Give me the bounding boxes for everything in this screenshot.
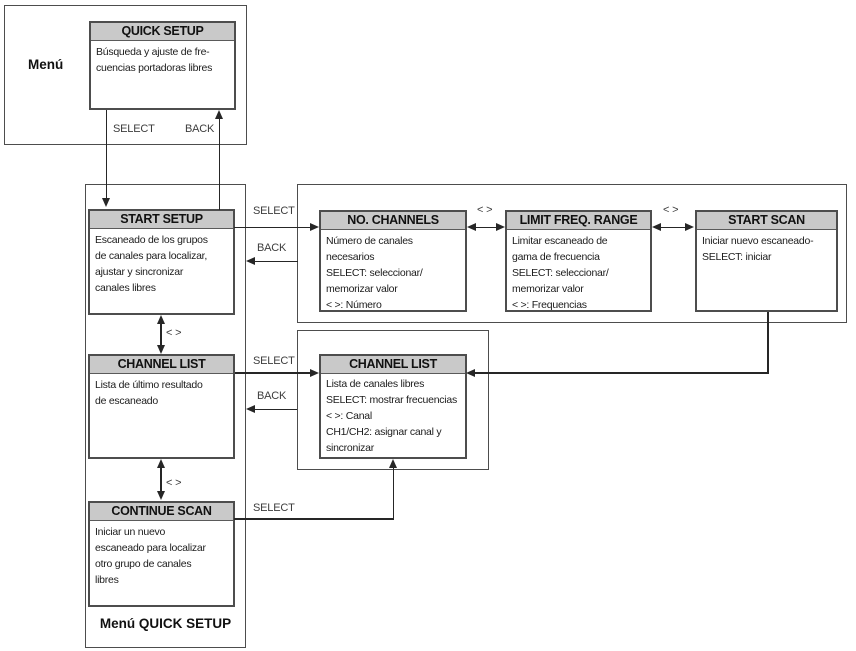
screen-no-channels: NO. CHANNELS Número de canales necesario… (319, 210, 467, 312)
screen-title-no-channels: NO. CHANNELS (321, 212, 465, 230)
label-nav-channel-list-continue-scan: < > (166, 477, 182, 489)
arrow-up-icon (157, 315, 165, 324)
text-line: memorizar valor (512, 283, 584, 295)
screen-body-continue-scan: Iniciar un nuevo escaneado para localiza… (90, 521, 233, 588)
label-select-quick-setup: SELECT (113, 123, 155, 135)
connector-select-start-setup (234, 226, 311, 228)
screen-title-limit-freq-range: LIMIT FREQ. RANGE (507, 212, 650, 230)
label-back-channel-list: BACK (257, 390, 287, 402)
screen-title-channel-list-left: CHANNEL LIST (90, 356, 233, 374)
connector-back-up (218, 118, 220, 210)
connector-select-channel-list (235, 372, 311, 374)
connector-start-scan-left (475, 372, 769, 374)
text-line: SELECT: seleccionar/ (512, 267, 609, 279)
label-nav-limit-start-scan: < > (663, 204, 679, 216)
arrow-left-icon (652, 223, 661, 231)
text-line: Lista de canales libres (326, 378, 425, 390)
screen-channel-list-left: CHANNEL LIST Lista de último resultado d… (88, 354, 235, 459)
connector-select-down (105, 110, 107, 199)
text-line: libres (95, 574, 119, 586)
arrow-up-icon (215, 110, 223, 119)
text-line: Iniciar un nuevo (95, 526, 166, 538)
quick-setup-menu-caption: Menú QUICK SETUP (99, 616, 232, 631)
text-line: gama de frecuencia (512, 251, 600, 263)
connector-nav-4 (160, 467, 162, 492)
screen-body-quick-setup: Búsqueda y ajuste de fre- cuencias porta… (91, 41, 234, 76)
text-line: SELECT: seleccionar/ (326, 267, 423, 279)
text-line: CH1/CH2: asignar canal y (326, 426, 442, 438)
text-line: Número de canales (326, 235, 413, 247)
screen-body-no-channels: Número de canales necesarios SELECT: sel… (321, 230, 465, 313)
connector-nav-1 (475, 226, 497, 228)
screen-channel-list-right: CHANNEL LIST Lista de canales libres SEL… (319, 354, 467, 459)
text-line: < >: Número (326, 299, 382, 311)
text-line: SELECT: mostrar frecuencias (326, 394, 457, 406)
arrow-right-icon (496, 223, 505, 231)
screen-title-channel-list-right: CHANNEL LIST (321, 356, 465, 374)
connector-start-scan-down (767, 312, 769, 373)
label-nav-no-channels-limit: < > (477, 204, 493, 216)
connector-nav-3 (160, 323, 162, 346)
text-line: de canales para localizar, (95, 250, 207, 262)
arrow-left-icon (467, 223, 476, 231)
screen-body-start-setup: Escaneado de los grupos de canales para … (90, 229, 233, 296)
label-select-channel-list: SELECT (253, 355, 295, 367)
arrow-left-icon (466, 368, 475, 377)
quick-setup-menu-frame (85, 184, 246, 648)
screen-title-quick-setup: QUICK SETUP (91, 23, 234, 41)
arrow-left-icon (246, 257, 255, 265)
screen-body-channel-list-left: Lista de último resultado de escaneado (90, 374, 233, 409)
screen-start-setup: START SETUP Escaneado de los grupos de c… (88, 209, 235, 315)
arrow-up-icon (389, 459, 397, 468)
label-select-continue-scan: SELECT (253, 502, 295, 514)
text-line: sincronizar (326, 442, 375, 454)
scan-settings-frame (297, 184, 847, 323)
text-line: Escaneado de los grupos (95, 234, 208, 246)
text-line: SELECT: iniciar (702, 251, 772, 263)
menu-outer-frame (4, 5, 247, 145)
text-line: escaneado para localizar (95, 542, 206, 554)
text-line: canales libres (95, 282, 156, 294)
connector-back-channel-list (254, 408, 297, 410)
screen-body-channel-list-right: Lista de canales libres SELECT: mostrar … (321, 374, 465, 456)
screen-body-start-scan: Iniciar nuevo escaneado- SELECT: iniciar (697, 230, 836, 265)
screen-limit-freq-range: LIMIT FREQ. RANGE Limitar escaneado de g… (505, 210, 652, 312)
arrow-down-icon (102, 198, 110, 207)
connector-continue-scan-right (234, 518, 394, 520)
screen-start-scan: START SCAN Iniciar nuevo escaneado- SELE… (695, 210, 838, 312)
text-line: otro grupo de canales (95, 558, 192, 570)
text-line: de escaneado (95, 395, 158, 407)
text-line: < >: Frequencias (512, 299, 587, 311)
text-line: memorizar valor (326, 283, 398, 295)
arrow-up-icon (157, 459, 165, 468)
arrow-down-icon (157, 491, 165, 500)
screen-body-limit-freq-range: Limitar escaneado de gama de frecuencia … (507, 230, 650, 313)
connector-nav-2 (660, 226, 686, 228)
arrow-right-icon (310, 368, 319, 377)
screen-title-start-scan: START SCAN (697, 212, 836, 230)
screen-title-continue-scan: CONTINUE SCAN (90, 503, 233, 521)
label-back-quick-setup: BACK (185, 123, 215, 135)
label-select-start-setup: SELECT (253, 205, 295, 217)
arrow-left-icon (246, 405, 255, 413)
screen-continue-scan: CONTINUE SCAN Iniciar un nuevo escaneado… (88, 501, 235, 607)
text-line: Iniciar nuevo escaneado- (702, 235, 814, 247)
text-line: Limitar escaneado de (512, 235, 608, 247)
text-line: ajustar y sincronizar (95, 266, 184, 278)
screen-quick-setup: QUICK SETUP Búsqueda y ajuste de fre- cu… (89, 21, 236, 110)
text-line: Lista de último resultado (95, 379, 203, 391)
arrow-down-icon (157, 345, 165, 354)
label-back-start-setup: BACK (257, 242, 287, 254)
connector-back-scan-group (254, 260, 298, 262)
text-line: Búsqueda y ajuste de fre- (96, 46, 210, 58)
text-line: cuencias portadoras libres (96, 62, 213, 74)
label-nav-start-setup-channel-list: < > (166, 327, 182, 339)
connector-continue-scan-up (392, 467, 394, 520)
text-line: < >: Canal (326, 410, 372, 422)
arrow-right-icon (310, 223, 319, 231)
screen-title-start-setup: START SETUP (90, 211, 233, 229)
text-line: necesarios (326, 251, 375, 263)
arrow-right-icon (685, 223, 694, 231)
menu-caption: Menú (28, 57, 64, 72)
